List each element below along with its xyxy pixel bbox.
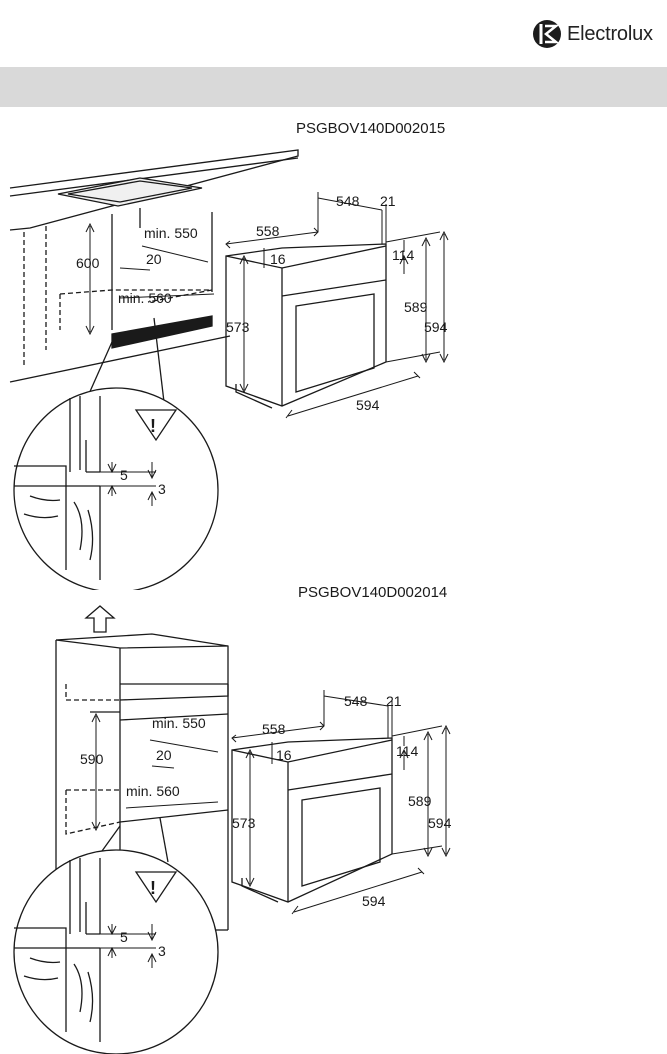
figure-code-1: PSGBOV140D002015	[296, 120, 446, 137]
dim-total-height: 594	[424, 319, 448, 335]
dim-panel-top: 114	[392, 247, 415, 263]
dim-detail-a-2: 5	[120, 929, 128, 945]
dim-body-height: 573	[226, 319, 250, 335]
dim-panel-top-2: 114	[396, 743, 419, 759]
dim-oven-depth: 558	[256, 223, 280, 239]
section-header-bar	[0, 67, 667, 107]
dim-detail-b-2: 3	[158, 943, 166, 959]
dim-body-height-2: 573	[232, 815, 256, 831]
dim-panel-thickness: 21	[380, 193, 396, 209]
dim-min-width-2: min. 560	[126, 783, 180, 799]
brand-logo: Electrolux	[532, 15, 667, 53]
dim-gap-2: 20	[156, 747, 172, 763]
dim-oven-depth-2: 558	[262, 721, 286, 737]
dim-inner-height: 589	[404, 299, 428, 315]
dim-detail-b: 3	[158, 481, 166, 497]
dim-total-height-2: 594	[428, 815, 452, 831]
figure-code-2: PSGBOV140D002014	[298, 584, 448, 601]
dim-min-depth-2: min. 550	[152, 715, 206, 731]
brand-name: Electrolux	[567, 22, 653, 45]
dim-top-offset-2: 16	[276, 747, 292, 763]
dim-panel-depth-2: 548	[344, 693, 368, 709]
dim-cabinet-height-2: 590	[80, 751, 104, 767]
dim-total-width-2: 594	[362, 893, 386, 909]
installation-diagram-undercounter: 600 min. 550 20 min. 560 558 548 21 16 1…	[9, 149, 449, 590]
dim-min-width: min. 560	[118, 290, 172, 306]
dim-cabinet-height: 600	[76, 255, 100, 271]
warning-icon: !	[150, 416, 156, 436]
dim-panel-depth: 548	[336, 193, 360, 209]
electrolux-logo-icon	[533, 20, 561, 48]
warning-icon: !	[150, 878, 156, 898]
dim-inner-height-2: 589	[408, 793, 432, 809]
dim-total-width: 594	[356, 397, 380, 413]
dim-top-offset: 16	[270, 251, 286, 267]
dim-gap: 20	[146, 251, 162, 267]
installation-diagram-column: 590 min. 550 20 min. 560 558 548 21 16 1…	[13, 605, 452, 1054]
dim-detail-a: 5	[120, 467, 128, 483]
dim-panel-thickness-2: 21	[386, 693, 402, 709]
dim-min-depth: min. 550	[144, 225, 198, 241]
